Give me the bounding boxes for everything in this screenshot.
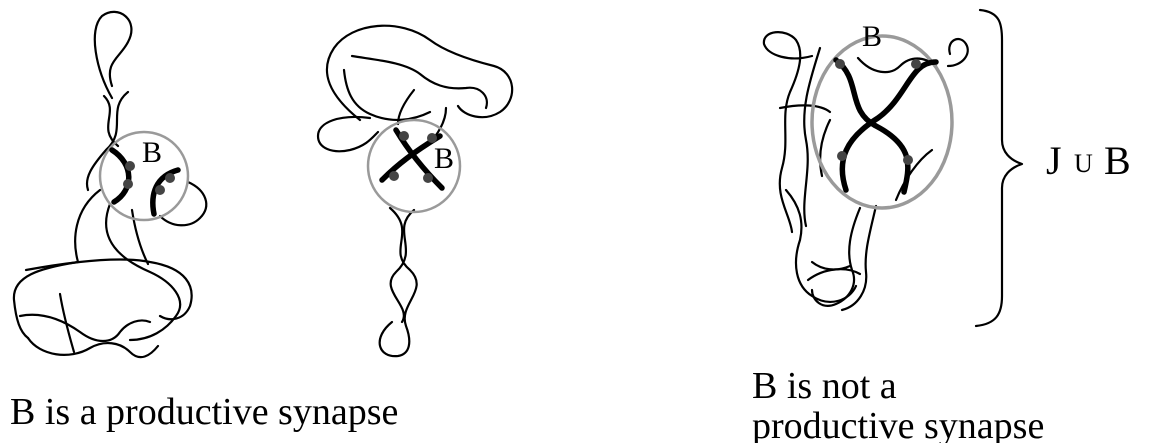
caption-not-productive: B is not a productive synapse [752,366,1044,443]
brace-group: J U B [976,10,1131,326]
knot-1-strand [20,315,150,341]
knot-2-site-dot [423,173,433,183]
knot-3-synapse-strand [842,62,936,190]
knot-2-site-dot [389,171,399,181]
knot-3-site-dot [911,59,921,69]
knot-2-strand [352,56,487,108]
knot-2-strand [344,70,430,120]
knot-1: B [14,12,206,357]
knot-2: B [318,26,512,356]
knot-3-site-dot [837,151,847,161]
caption-not-productive-line1: B is not a [752,366,1044,406]
knot-1-synapse-label: B [142,136,162,169]
knot-3-strand [812,262,850,269]
label-b: B [1104,138,1131,183]
knot-3-synapse-strand [836,60,908,192]
knot-1-site-dot [155,185,165,195]
knot-1-site-dot [165,173,175,183]
knot-1-synapse-strand [112,150,129,202]
knot-3-site-dot [903,155,913,165]
knot-1-site-dot [123,179,133,189]
knot-3-strand [842,206,876,310]
curly-brace [976,10,1022,326]
knot-3-site-dot [835,59,845,69]
knot-3-synapse-label: B [862,20,882,53]
knot-3-strand [808,269,860,280]
knot-1-strand [95,12,132,98]
knot-1-strand [60,294,74,352]
knot-2-site-dot [399,131,409,141]
caption-not-productive-line2: productive synapse [752,406,1044,443]
knot-1-strand [87,92,128,190]
knot-1-strand [160,182,206,225]
knot-3: B [764,20,968,310]
knot-1-site-dot [125,161,135,171]
caption-productive: B is a productive synapse [10,392,398,432]
knot-3-strand [948,39,968,66]
knot-2-strand [318,117,378,151]
union-symbol: U [1074,149,1093,178]
knot-3-strand [786,190,856,302]
knot-1-strand [28,338,158,357]
knot-2-strand [380,208,417,356]
label-j: J [1046,138,1062,183]
knot-2-synapse-label: B [434,142,454,175]
